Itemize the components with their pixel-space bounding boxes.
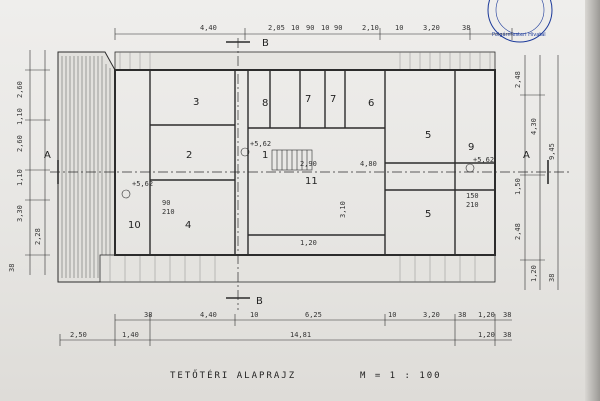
section-b-bottom: B	[256, 296, 263, 307]
drawing-title: TETŐTÉRI ALAPRAJZ	[170, 369, 296, 381]
room-3: 3	[193, 97, 199, 108]
right-dim-3: 9,45	[548, 143, 556, 160]
top-dim-9: 3,20	[423, 24, 440, 32]
level-center: +5,62	[250, 140, 271, 148]
stamp-text: Polgármesteri Hivatal	[492, 31, 546, 38]
official-stamp: Polgármesteri Hivatal	[487, 0, 553, 43]
room-1: 1	[262, 150, 268, 161]
bottom-dim-3: 10	[250, 311, 258, 319]
sheet-edge-shadow	[585, 0, 600, 401]
left-dim-5: 3,30	[16, 205, 24, 222]
level-right: +5,62	[473, 156, 494, 164]
room-4: 4	[185, 220, 191, 231]
bottom-dim-11: 1,40	[122, 331, 139, 339]
roof-band-bottom	[99, 254, 496, 283]
top-dim-2: 2,05	[268, 24, 285, 32]
inner-dim-3: 2,90	[300, 160, 317, 168]
left-dim-6: 2,28	[34, 228, 42, 245]
inner-dim-4: 4,80	[360, 160, 377, 168]
room-9: 9	[468, 142, 474, 153]
left-dim-3: 2,60	[16, 135, 24, 152]
room-10: 10	[128, 220, 141, 231]
top-dim-8: 10	[395, 24, 403, 32]
inner-dim-5: 3,10	[339, 201, 347, 218]
bottom-dim-2: 4,40	[200, 311, 217, 319]
bottom-dim-9: 38	[503, 311, 511, 319]
room-8: 8	[262, 98, 268, 109]
top-dim-1: 4,40	[200, 24, 217, 32]
room-2: 2	[186, 150, 192, 161]
left-dimension-line	[25, 50, 50, 275]
top-dim-3: 10	[291, 24, 299, 32]
drawing-scale: M = 1 : 100	[360, 371, 442, 381]
bottom-dim-6: 3,20	[423, 311, 440, 319]
section-a-left: A	[44, 150, 51, 161]
right-dimension-line	[520, 55, 559, 290]
left-dim-2: 1,10	[16, 108, 24, 125]
room-7a: 7	[305, 94, 311, 105]
level-marker-right	[465, 163, 475, 173]
interior-walls	[149, 70, 495, 255]
top-dim-7: 2,10	[362, 24, 379, 32]
bottom-dim-14: 38	[503, 331, 511, 339]
room-5-upper: 5	[425, 130, 431, 141]
room-6: 6	[368, 98, 374, 109]
bottom-dim-10: 2,50	[70, 331, 87, 339]
inner-dim-1: 90	[162, 199, 170, 207]
staircase	[271, 149, 313, 171]
section-line-a	[50, 160, 570, 184]
top-dim-5: 10	[321, 24, 329, 32]
section-line-b	[226, 38, 250, 310]
right-dim-6: 1,20	[530, 265, 538, 282]
inner-dim-2: 210	[162, 208, 175, 216]
inner-dim-7: 150	[466, 192, 479, 200]
bottom-dim-12: 14,81	[290, 331, 311, 339]
bottom-dim-8: 1,20	[478, 311, 495, 319]
bottom-dim-7: 38	[458, 311, 466, 319]
bottom-dim-1: 38	[144, 311, 152, 319]
right-dim-2: 4,30	[530, 118, 538, 135]
room-11: 11	[305, 176, 318, 187]
room-5-lower: 5	[425, 209, 431, 220]
left-dim-7: 38	[8, 264, 16, 272]
roof-slope-left	[57, 51, 116, 283]
top-dimension-line	[114, 28, 513, 40]
top-dim-10: 38	[462, 24, 470, 32]
inner-dim-6: 1,20	[300, 239, 317, 247]
roof-band-top	[114, 51, 496, 71]
bottom-dimension-lines	[59, 314, 512, 346]
section-b-top: B	[262, 38, 269, 49]
right-dim-7: 38	[548, 274, 556, 282]
level-left: +5,62	[132, 180, 153, 188]
top-dim-6: 90	[334, 24, 342, 32]
bottom-dim-13: 1,20	[478, 331, 495, 339]
right-dim-1: 2,48	[514, 71, 522, 88]
section-a-right: A	[523, 150, 530, 161]
top-dim-4: 90	[306, 24, 314, 32]
level-marker-left	[121, 189, 131, 199]
left-dim-4: 1,10	[16, 169, 24, 186]
inner-dim-8: 210	[466, 201, 479, 209]
left-dim-1: 2,60	[16, 81, 24, 98]
right-dim-4: 1,50	[514, 178, 522, 195]
bottom-dim-5: 10	[388, 311, 396, 319]
room-7b: 7	[330, 94, 336, 105]
bottom-dim-4: 6,25	[305, 311, 322, 319]
right-dim-5: 2,48	[514, 223, 522, 240]
level-marker-center	[240, 147, 250, 157]
